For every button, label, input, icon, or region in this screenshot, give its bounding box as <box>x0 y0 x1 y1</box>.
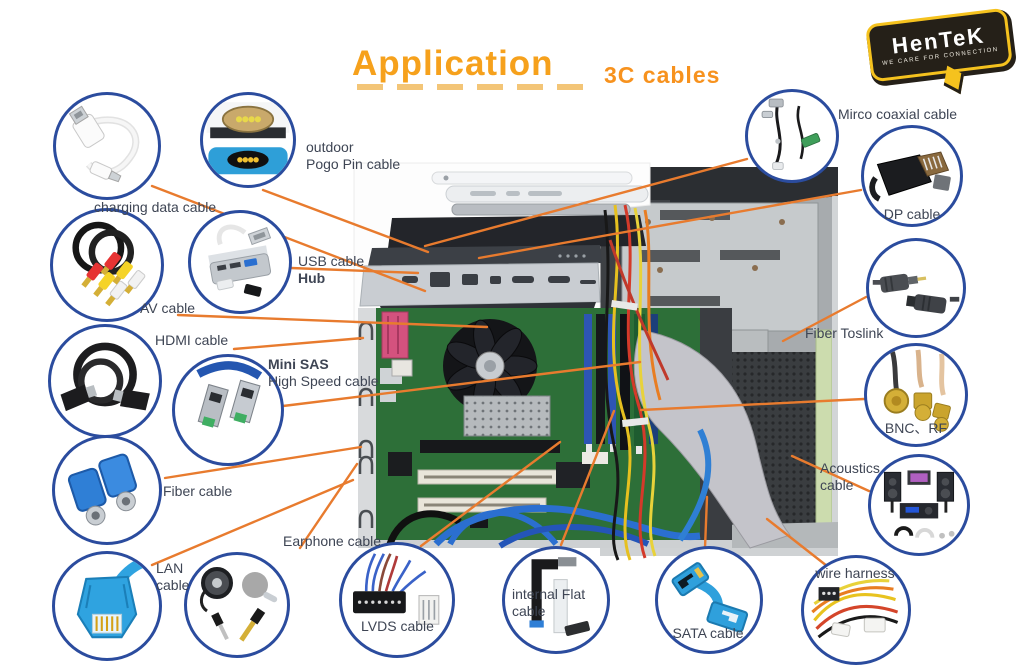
wire-harness-icon <box>811 578 899 639</box>
label-mirco-coaxial-cable: Mirco coaxial cable <box>838 106 958 122</box>
bubble-hdmi-cable <box>48 324 162 438</box>
bubble-fiber-cable <box>52 435 162 545</box>
bubble-fiber-toslink-cable <box>866 238 966 338</box>
bubble-mini-sas-cable <box>172 354 284 466</box>
mini-sas-connectors-icon <box>196 361 263 428</box>
label-earphone-cable: Earphone cable <box>283 533 382 549</box>
label-bnc-rf: BNC、RF <box>884 420 948 436</box>
bnc-rf-connectors-icon <box>883 349 951 432</box>
case-wires-photo <box>603 204 791 561</box>
bubble-charging-data-cable <box>53 92 161 200</box>
bubble-lvds-cable <box>339 542 455 658</box>
bubble-dp-cable <box>861 125 963 227</box>
usb-hub-icon <box>208 224 272 297</box>
bubble-av-cable <box>50 208 164 322</box>
label-wire-harness: wire harness <box>815 565 895 581</box>
label-lvds-cable: LVDS cable <box>361 618 434 634</box>
page-subtitle: 3C cables <box>604 62 721 88</box>
page-title: Application <box>352 44 554 83</box>
bubble-internal-flat-cable <box>502 546 610 654</box>
bubble-mirco-coaxial-cable <box>745 89 839 183</box>
earphone-mic-jacks-icon <box>199 567 278 642</box>
label-dp-cable: DP cable <box>883 206 941 222</box>
av-cable-icon <box>72 221 146 307</box>
label-sata-cable: SATA cable <box>672 625 744 641</box>
bubble-earphone-cable <box>184 552 290 658</box>
lvds-connector-icon <box>353 553 440 625</box>
label-charging-data-cable: charging data cable <box>94 199 217 215</box>
sata-connectors-icon <box>671 562 749 633</box>
pogo-pin-connector-icon <box>206 102 290 175</box>
label-av-cable: AV cable <box>140 300 195 316</box>
micro-coaxial-cable-icon <box>761 98 821 170</box>
usb-charging-cable-icon <box>68 105 140 183</box>
hdmi-cable-icon <box>60 342 150 412</box>
rj45-connector-icon <box>76 554 155 639</box>
bubble-pogo-pin-cable <box>200 92 296 188</box>
label-hdmi-cable: HDMI cable <box>155 332 229 348</box>
label-fiber-toslink: Fiber Toslink <box>805 325 884 341</box>
displayport-connector-icon <box>869 151 951 202</box>
fiber-sc-connectors-icon <box>67 453 137 526</box>
bubble-wire-harness <box>801 555 911 665</box>
bubble-bnc-rf-cable <box>864 343 968 447</box>
toslink-connectors-icon <box>872 273 960 314</box>
bubble-acoustics-cable <box>868 454 970 556</box>
bubble-lan-cable <box>52 551 162 661</box>
audio-system-icon <box>883 470 955 539</box>
title-underline-dashes <box>357 84 587 90</box>
label-fiber-cable: Fiber cable <box>163 483 233 499</box>
flat-ribbon-cable-icon <box>529 557 590 636</box>
bubble-usb-cable-hub <box>188 210 292 314</box>
bubble-sata-cable <box>655 546 763 654</box>
